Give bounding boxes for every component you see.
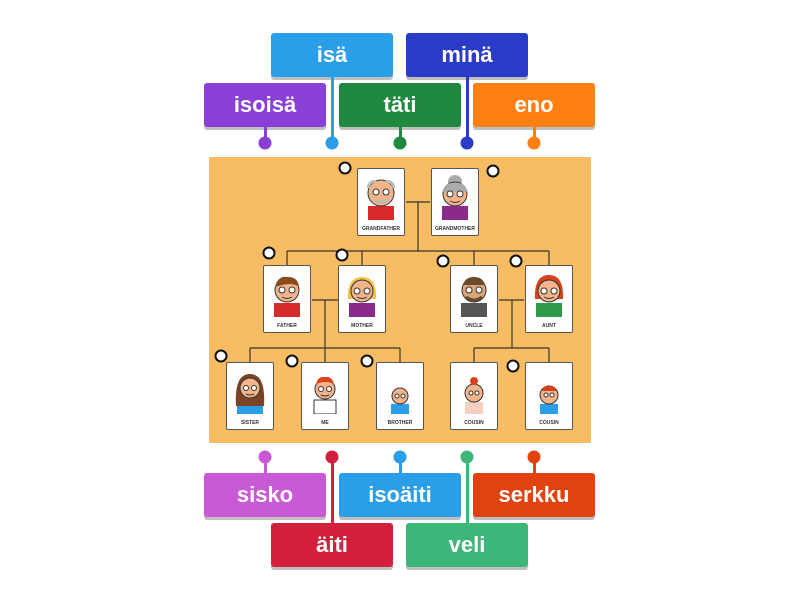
cousin-portrait (539, 385, 559, 414)
label-text: eno (514, 92, 554, 117)
drop-target-grandmother[interactable] (486, 164, 500, 178)
cousin-portrait (464, 377, 484, 414)
family-tree-image: GRANDFATHER GRANDMOTHER FATHER (209, 157, 591, 443)
label-isa[interactable]: isä (271, 33, 393, 77)
father-portrait (274, 276, 300, 317)
card-cousin-1: COUSIN (450, 362, 498, 430)
label-text: veli (448, 532, 486, 557)
card-mother: MOTHER (338, 265, 386, 333)
drop-target-uncle[interactable] (436, 254, 450, 268)
card-sister: SISTER (226, 362, 274, 430)
mother-portrait (347, 277, 377, 317)
label-eno-stem (533, 127, 536, 143)
card-cousin-2: COUSIN (525, 362, 573, 430)
label-isa-stem (331, 77, 334, 143)
card-caption: FATHER (277, 323, 297, 329)
label-veli[interactable]: veli (406, 523, 528, 567)
drop-target-aunt[interactable] (509, 254, 523, 268)
card-caption: GRANDMOTHER (435, 226, 475, 232)
label-isoaiti-stem (399, 457, 402, 473)
card-caption: COUSIN (464, 420, 484, 426)
label-aiti[interactable]: äiti (271, 523, 393, 567)
label-tati-pin (393, 136, 407, 150)
drop-target-sister[interactable] (214, 349, 228, 363)
card-brother: BROTHER (376, 362, 424, 430)
label-tati-stem (399, 127, 402, 143)
uncle-portrait (461, 277, 487, 317)
grandfather-portrait (366, 179, 396, 220)
label-serkku[interactable]: serkku (473, 473, 595, 517)
drop-target-me[interactable] (285, 354, 299, 368)
card-uncle: UNCLE (450, 265, 498, 333)
sister-portrait (235, 374, 265, 414)
label-eno[interactable]: eno (473, 83, 595, 127)
me-portrait (313, 376, 337, 414)
card-caption: AUNT (542, 323, 556, 329)
card-me: ME (301, 362, 349, 430)
label-isa-pin (325, 136, 339, 150)
grandmother-portrait (442, 175, 468, 220)
card-aunt: AUNT (525, 265, 573, 333)
card-grandmother: GRANDMOTHER (431, 168, 479, 236)
card-caption: UNCLE (465, 323, 483, 329)
label-mina-stem (466, 77, 469, 143)
label-sisko[interactable]: sisko (204, 473, 326, 517)
label-aiti-stem (331, 457, 334, 523)
label-tati[interactable]: täti (339, 83, 461, 127)
drop-target-father[interactable] (262, 246, 276, 260)
drop-target-grandfather[interactable] (338, 161, 352, 175)
card-caption: ME (321, 420, 329, 426)
card-caption: COUSIN (539, 420, 559, 426)
card-caption: MOTHER (351, 323, 373, 329)
aunt-portrait (534, 275, 564, 317)
label-veli-stem (466, 457, 469, 523)
label-text: isoisä (233, 92, 297, 117)
label-text: täti (383, 92, 417, 117)
label-text: äiti (316, 532, 348, 557)
drop-target-mother[interactable] (335, 248, 349, 262)
label-isoisa-pin (258, 136, 272, 150)
label-isoisa[interactable]: isoisä (204, 83, 326, 127)
label-text: isä (316, 42, 348, 67)
label-isoisa-stem (264, 127, 267, 143)
tree-lines (249, 201, 550, 362)
label-mina[interactable]: minä (406, 33, 528, 77)
label-text: sisko (236, 482, 294, 507)
drop-target-cousin[interactable] (506, 359, 520, 373)
label-text: isoäiti (368, 482, 432, 507)
drop-target-brother[interactable] (360, 354, 374, 368)
label-isoaiti[interactable]: isoäiti (339, 473, 461, 517)
label-text: minä (441, 42, 493, 67)
brother-portrait (391, 387, 409, 414)
label-text: serkku (498, 482, 570, 507)
card-caption: BROTHER (387, 420, 413, 426)
label-mina-pin (460, 136, 474, 150)
label-eno-pin (527, 136, 541, 150)
card-grandfather: GRANDFATHER (357, 168, 405, 236)
card-caption: SISTER (240, 420, 260, 426)
label-sisko-stem (264, 457, 267, 473)
card-caption: GRANDFATHER (362, 226, 400, 232)
label-serkku-stem (533, 457, 536, 473)
card-father: FATHER (263, 265, 311, 333)
